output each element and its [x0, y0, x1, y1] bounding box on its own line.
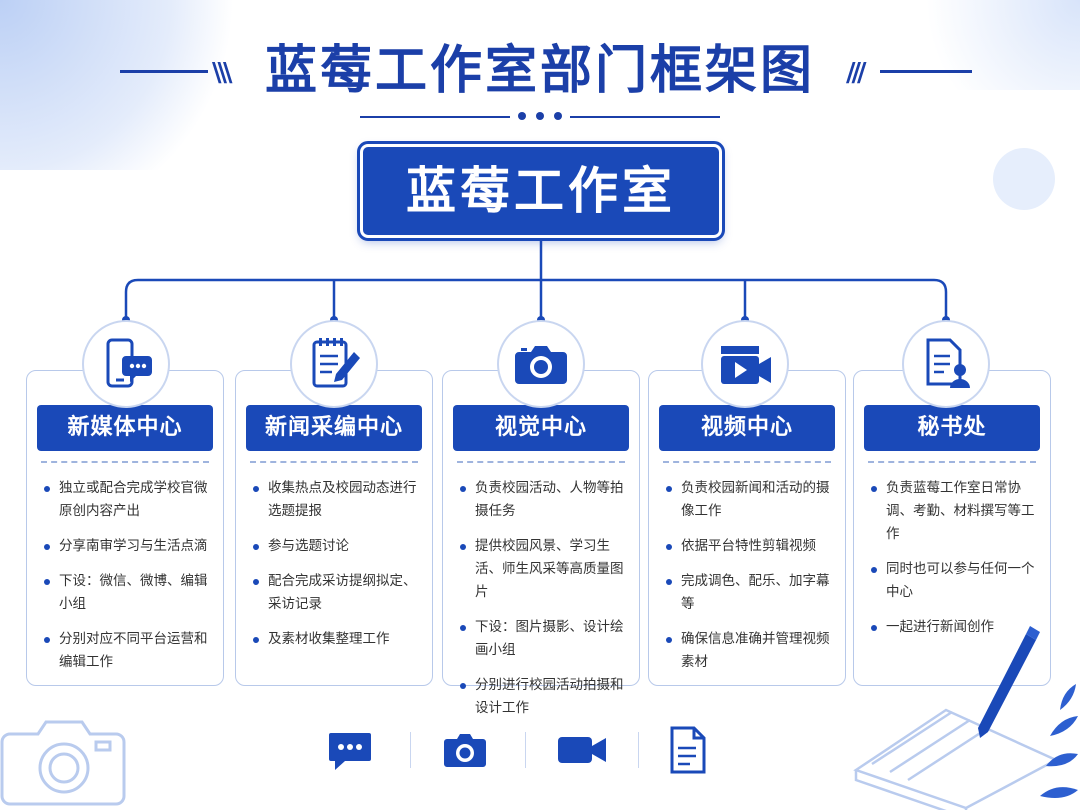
- separator: [525, 732, 526, 768]
- title-chevron-right: ///: [846, 58, 866, 88]
- separator: [410, 732, 411, 768]
- list-item: 同时也可以参与任何一个中心: [868, 558, 1046, 604]
- bottom-icon-row: [320, 722, 740, 782]
- list-item: 下设：微信、微博、编辑小组: [41, 570, 219, 616]
- subtitle-line-left: [360, 116, 510, 118]
- department-card-visual: 视觉中心 负责校园活动、人物等拍摄任务 提供校园风景、学习生活、师生风采等高质量…: [442, 370, 640, 716]
- list-item: 分别对应不同平台运营和编辑工作: [41, 628, 219, 674]
- list-item: 负责校园活动、人物等拍摄任务: [457, 477, 635, 523]
- divider: [663, 461, 831, 463]
- list-item: 依据平台特性剪辑视频: [663, 535, 841, 558]
- camera-icon: [497, 320, 585, 408]
- department-card-new-media: 新媒体中心 独立或配合完成学校官微原创内容产出 分享南审学习与生活点滴 下设：微…: [26, 370, 224, 686]
- department-title: 新媒体中心: [37, 405, 213, 451]
- department-card-news: 新闻采编中心 收集热点及校园动态进行选题提报 参与选题讨论 配合完成采访提纲拟定…: [235, 370, 433, 686]
- document-user-icon: [902, 320, 990, 408]
- camera-illustration-icon: [0, 698, 130, 810]
- background-decoration-left: [0, 0, 260, 170]
- list-item: 确保信息准确并管理视频素材: [663, 628, 841, 674]
- department-duties: 负责校园活动、人物等拍摄任务 提供校园风景、学习生活、师生风采等高质量图片 下设…: [457, 477, 635, 732]
- department-title: 视频中心: [659, 405, 835, 451]
- department-duties: 负责蓝莓工作室日常协调、考勤、材料撰写等工作 同时也可以参与任何一个中心 一起进…: [868, 477, 1046, 651]
- list-item: 一起进行新闻创作: [868, 616, 1046, 639]
- title-line-left: [120, 70, 208, 73]
- separator: [638, 732, 639, 768]
- background-decoration-right: [880, 0, 1080, 90]
- list-item: 完成调色、配乐、加字幕等: [663, 570, 841, 616]
- subtitle-line-right: [570, 116, 720, 118]
- department-title: 新闻采编中心: [246, 405, 422, 451]
- divider: [41, 461, 209, 463]
- department-card-video: 视频中心 负责校园新闻和活动的摄像工作 依据平台特性剪辑视频 完成调色、配乐、加…: [648, 370, 846, 686]
- root-node: 蓝莓工作室: [357, 141, 725, 241]
- divider: [868, 461, 1036, 463]
- list-item: 及素材收集整理工作: [250, 628, 428, 651]
- title-line-right: [880, 70, 972, 73]
- department-card-secretariat: 秘书处 负责蓝莓工作室日常协调、考勤、材料撰写等工作 同时也可以参与任何一个中心…: [853, 370, 1051, 686]
- video-clapper-icon: [701, 320, 789, 408]
- department-duties: 负责校园新闻和活动的摄像工作 依据平台特性剪辑视频 完成调色、配乐、加字幕等 确…: [663, 477, 841, 686]
- smartphone-chat-icon: [82, 320, 170, 408]
- video-camera-icon: [552, 722, 612, 778]
- list-item: 下设：图片摄影、设计绘画小组: [457, 616, 635, 662]
- list-item: 负责蓝莓工作室日常协调、考勤、材料撰写等工作: [868, 477, 1046, 546]
- list-item: 参与选题讨论: [250, 535, 428, 558]
- notepad-pencil-icon: [290, 320, 378, 408]
- chat-bubble-icon: [320, 722, 380, 778]
- background-circle: [993, 148, 1055, 210]
- department-duties: 独立或配合完成学校官微原创内容产出 分享南审学习与生活点滴 下设：微信、微博、编…: [41, 477, 219, 686]
- list-item: 分别进行校园活动拍摄和设计工作: [457, 674, 635, 720]
- divider: [250, 461, 418, 463]
- list-item: 收集热点及校园动态进行选题提报: [250, 477, 428, 523]
- list-item: 独立或配合完成学校官微原创内容产出: [41, 477, 219, 523]
- subtitle-dots: [518, 112, 562, 120]
- notebook-pen-illustration-icon: [850, 620, 1080, 810]
- page-title: 蓝莓工作室部门框架图: [264, 41, 815, 101]
- list-item: 分享南审学习与生活点滴: [41, 535, 219, 558]
- camera-icon: [435, 722, 495, 778]
- list-item: 提供校园风景、学习生活、师生风采等高质量图片: [457, 535, 635, 604]
- department-duties: 收集热点及校园动态进行选题提报 参与选题讨论 配合完成采访提纲拟定、采访记录 及…: [250, 477, 428, 663]
- department-title: 秘书处: [864, 405, 1040, 451]
- title-chevron-left: \\\: [212, 58, 232, 88]
- document-icon: [658, 722, 718, 778]
- department-title: 视觉中心: [453, 405, 629, 451]
- divider: [457, 461, 625, 463]
- list-item: 负责校园新闻和活动的摄像工作: [663, 477, 841, 523]
- list-item: 配合完成采访提纲拟定、采访记录: [250, 570, 428, 616]
